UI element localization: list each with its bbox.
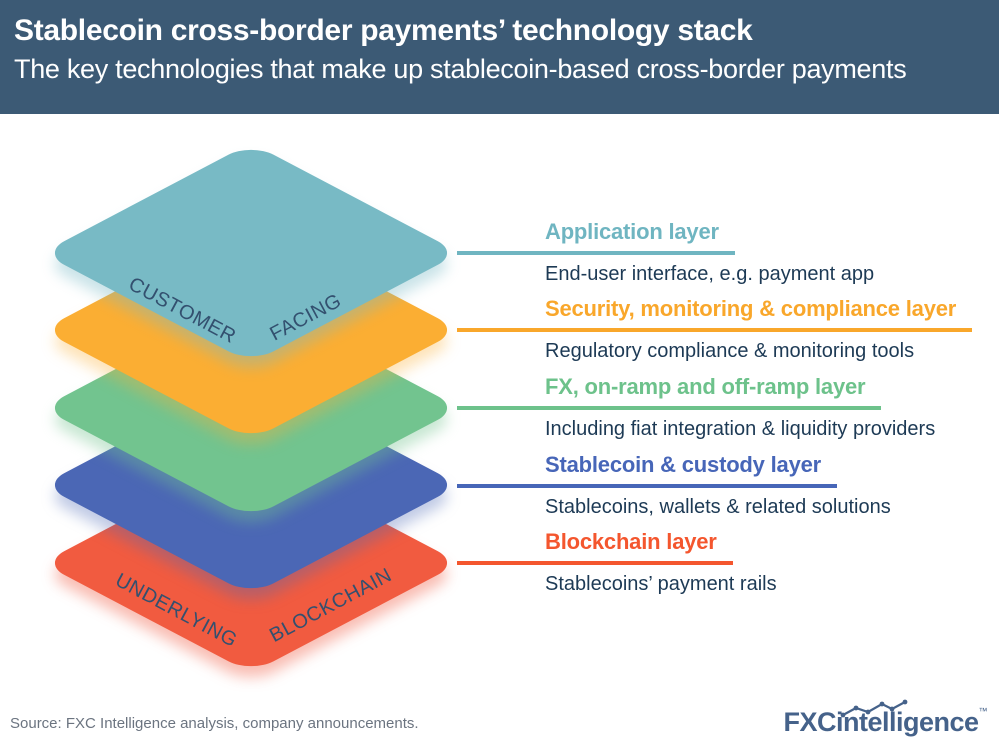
layer-title: Stablecoin & custody layer bbox=[545, 452, 821, 477]
layer-title: Blockchain layer bbox=[545, 529, 717, 554]
page-subtitle: The key technologies that make up stable… bbox=[14, 54, 907, 84]
layer-description: Regulatory compliance & monitoring tools bbox=[545, 340, 915, 362]
logo-text-intelligence: intelligence bbox=[835, 707, 979, 737]
footer: Source: FXC Intelligence analysis, compa… bbox=[0, 694, 999, 749]
trademark-symbol: ™ bbox=[978, 706, 988, 716]
layer-row-blockchain: Blockchain layer Stablecoins’ payment ra… bbox=[457, 529, 777, 596]
header-banner: Stablecoin cross-border payments’ techno… bbox=[0, 0, 999, 114]
layer-title: FX, on-ramp and off-ramp layer bbox=[545, 374, 866, 399]
layer-description: Stablecoins’ payment rails bbox=[545, 573, 777, 595]
layer-connector-line: Stablecoin & custody layer bbox=[457, 452, 837, 488]
layer-title: Application layer bbox=[545, 219, 719, 244]
layer-description: End-user interface, e.g. payment app bbox=[545, 263, 875, 285]
source-note: Source: FXC Intelligence analysis, compa… bbox=[10, 715, 419, 732]
layer-connector-line: Application layer bbox=[457, 219, 735, 255]
layer-row-fx: FX, on-ramp and off-ramp layer Including… bbox=[457, 374, 935, 441]
page-title: Stablecoin cross-border payments’ techno… bbox=[14, 14, 753, 47]
layer-connector-line: Security, monitoring & compliance layer bbox=[457, 296, 973, 332]
layer-row-application: Application layer End-user interface, e.… bbox=[457, 219, 874, 286]
layer-title: Security, monitoring & compliance layer bbox=[545, 296, 957, 321]
logo-text-fxc: FXC bbox=[783, 707, 836, 737]
layer-row-stablecoin: Stablecoin & custody layer Stablecoins, … bbox=[457, 452, 891, 519]
layer-connector-line: Blockchain layer bbox=[457, 529, 733, 565]
diamond-shape bbox=[41, 142, 461, 364]
layer-diamond-application bbox=[41, 105, 461, 401]
line-chart-icon bbox=[841, 699, 908, 718]
layer-description: Stablecoins, wallets & related solutions bbox=[545, 496, 891, 518]
layer-connector-line: FX, on-ramp and off-ramp layer bbox=[457, 374, 882, 410]
layer-description: Including fiat integration & liquidity p… bbox=[545, 418, 936, 440]
fxc-intelligence-logo: FXCintelligence™ bbox=[783, 699, 988, 742]
layer-row-security: Security, monitoring & compliance layer … bbox=[457, 296, 973, 363]
